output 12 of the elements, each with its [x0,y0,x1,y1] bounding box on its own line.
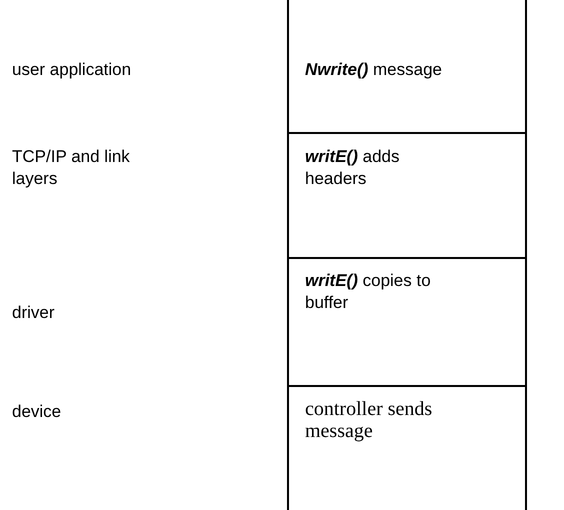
layer-label: TCP/IP and link layers [12,146,131,190]
layer-box [287,133,527,259]
box-text: Nwrite() message [305,59,443,81]
box-text: writE() adds headers [305,146,400,190]
layer-box [287,386,527,510]
layer-box [287,0,527,134]
box-text: writE() copies to buffer [305,270,432,314]
layer-label: user application [12,59,132,81]
layer-label: device [12,401,62,423]
layer-box [287,258,527,387]
layer-label: driver [12,302,56,324]
box-text: controller sends message [305,398,434,442]
